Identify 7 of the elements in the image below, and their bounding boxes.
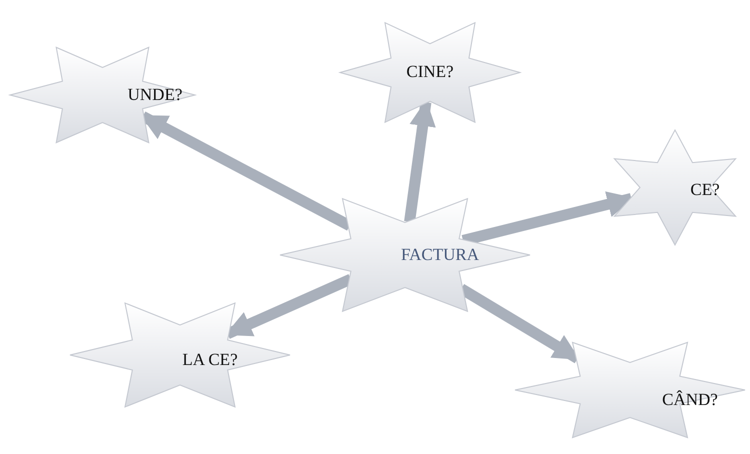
star-label: FACTURA [400, 245, 480, 265]
star-label: CÂND? [662, 390, 718, 410]
star-label: LA CE? [182, 350, 238, 370]
star-label: CINE? [406, 62, 454, 82]
block-arrow [404, 100, 436, 222]
star-label: UNDE? [128, 85, 182, 105]
star-label: CE? [690, 180, 720, 200]
